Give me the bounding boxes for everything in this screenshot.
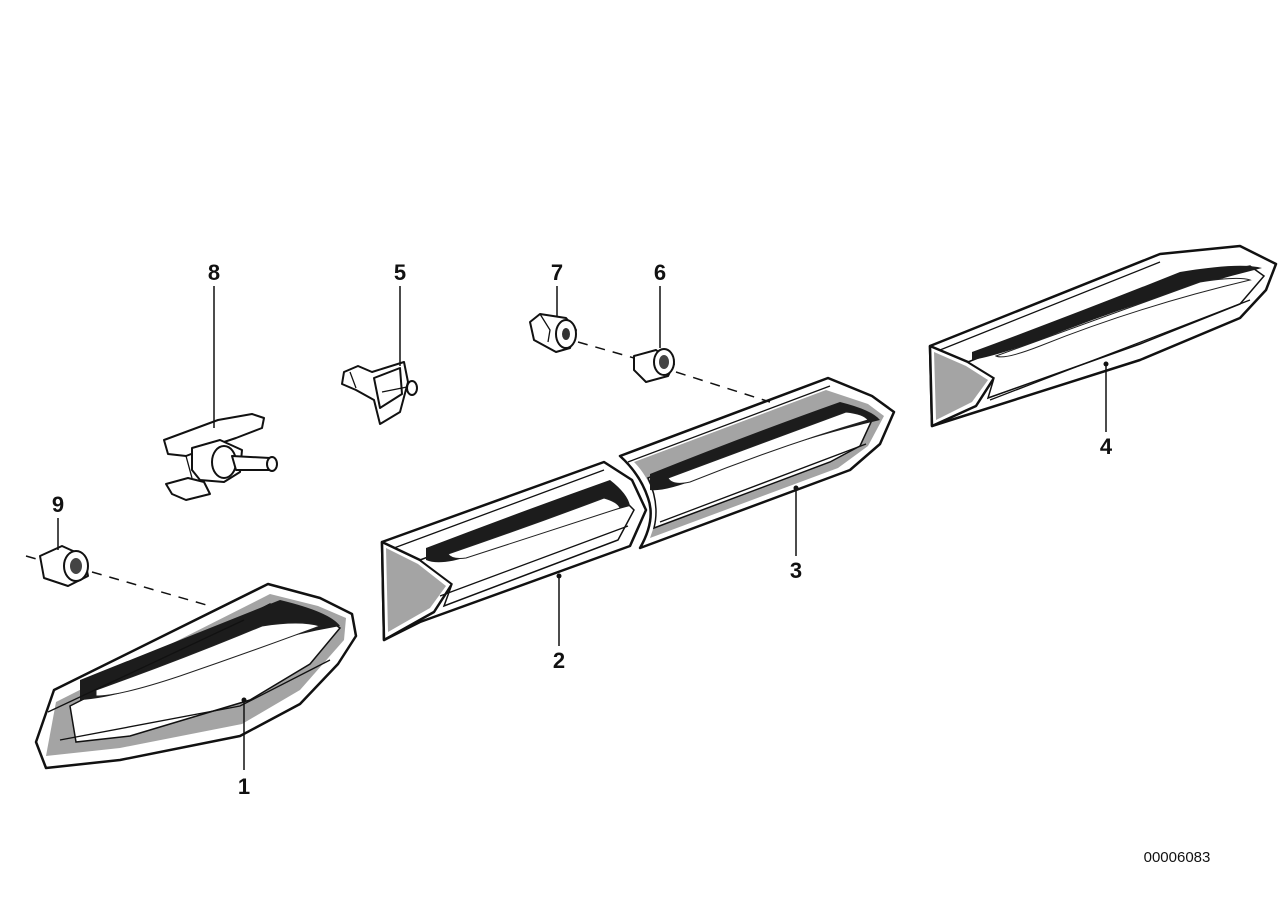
alignment-line-9-to-1 — [25, 555, 211, 607]
callout-2: 2 — [553, 648, 565, 673]
callout-5: 5 — [394, 260, 406, 285]
callout-9: 9 — [52, 492, 64, 517]
trim-strip-part-1 — [34, 582, 358, 770]
grommet-part-6 — [633, 348, 675, 383]
trim-strip-part-4 — [928, 244, 1278, 428]
callout-3: 3 — [790, 558, 802, 583]
callout-8: 8 — [208, 260, 220, 285]
trim-strip-part-2 — [380, 460, 648, 642]
callout-7: 7 — [551, 260, 563, 285]
grommet-part-9 — [39, 545, 89, 587]
alignment-line-7-6-to-3 — [577, 341, 771, 403]
clip-part-5 — [341, 361, 418, 425]
bracket-part-8 — [163, 413, 278, 501]
nut-part-7 — [529, 313, 577, 353]
callout-4: 4 — [1100, 434, 1113, 459]
callout-6: 6 — [654, 260, 666, 285]
callout-1: 1 — [238, 774, 250, 799]
document-number: 00006083 — [1144, 849, 1211, 866]
trim-strip-part-3 — [618, 376, 896, 550]
